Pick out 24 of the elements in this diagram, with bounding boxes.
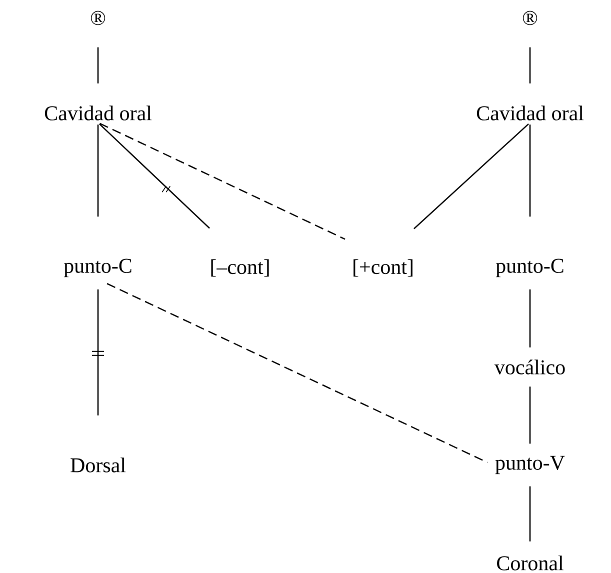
line — [529, 124, 531, 217]
line — [99, 124, 210, 229]
node-label: Cavidad oral — [476, 106, 584, 120]
node-label: punto-C — [64, 258, 132, 278]
node-label: punto-V — [495, 456, 565, 474]
line — [414, 123, 529, 230]
root-symbol: ® — [90, 10, 106, 26]
dashed-line — [100, 122, 346, 240]
node-label: [+cont] — [354, 259, 412, 277]
line — [97, 47, 99, 84]
root-symbol: ® — [522, 10, 538, 26]
node-label: Coronal — [497, 556, 564, 570]
node-label: Cavidad oral — [44, 106, 152, 120]
node-label: [–cont] — [211, 259, 269, 277]
node-label: Dorsal — [70, 458, 126, 472]
node-label: vocálico — [494, 360, 565, 374]
dashed-line — [106, 283, 488, 464]
line — [97, 124, 99, 217]
line — [529, 47, 531, 84]
node-label: punto-C — [496, 258, 564, 278]
line — [529, 386, 531, 444]
line — [529, 289, 531, 348]
line — [529, 486, 531, 542]
line — [97, 289, 99, 416]
